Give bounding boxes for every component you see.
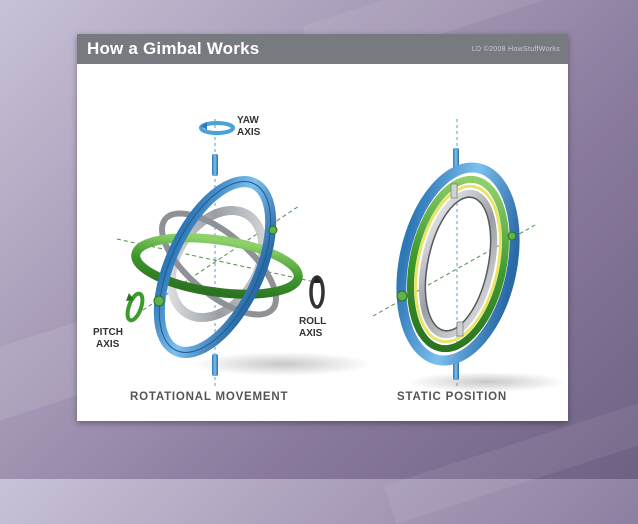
- gimbal-shadow: [192, 352, 372, 376]
- pivot-ball: [507, 231, 517, 241]
- inner-pin: [456, 321, 464, 337]
- green-ring: [406, 175, 510, 353]
- roll-label-line1: ROLL: [299, 316, 326, 327]
- bottom-spindle: [212, 354, 218, 376]
- caption-rotational-movement: ROTATIONAL MOVEMENT: [130, 391, 288, 403]
- silver-ring: [418, 189, 498, 339]
- slide-title: How a Gimbal Works: [87, 39, 260, 58]
- yaw-label-line1: YAW: [237, 115, 259, 126]
- roll-label-line2: AXIS: [299, 328, 323, 339]
- gimbal-shadow: [407, 372, 567, 392]
- pitch-arrow-icon: [125, 291, 145, 323]
- yellow-glow-ring: [414, 184, 502, 344]
- static-gimbal: [372, 119, 567, 392]
- blue-outer-ring: [396, 162, 520, 366]
- yaw-arrow-icon: [199, 121, 235, 135]
- pitch-label-line2: AXIS: [96, 339, 120, 350]
- copyright-credit: LD ©2008 HowStuffWorks: [471, 45, 560, 53]
- rotating-gimbal: YAW AXIS ROLL AXIS PITCH AXIS: [93, 115, 372, 389]
- pivot-ball: [153, 295, 165, 307]
- pivot-ball: [396, 290, 408, 302]
- yaw-label-line2: AXIS: [237, 127, 261, 138]
- slide-header: How a Gimbal Works LD ©2008 HowStuffWork…: [77, 34, 568, 64]
- gimbal-diagram: YAW AXIS ROLL AXIS PITCH AXIS ROTATION: [93, 115, 567, 403]
- roll-axis-line: [116, 238, 316, 283]
- inner-pin: [450, 183, 458, 199]
- roll-arrow-icon: [309, 275, 325, 309]
- pitch-label-line1: PITCH: [93, 327, 123, 338]
- top-spindle: [453, 148, 459, 170]
- blue-outer-ring: [153, 176, 277, 358]
- pivot-ball: [268, 225, 278, 235]
- slide: How a Gimbal Works LD ©2008 HowStuffWork…: [77, 34, 568, 421]
- blue-ring-edge: [158, 181, 272, 353]
- green-ring: [131, 233, 303, 299]
- silver-ring-edge: [424, 196, 492, 332]
- top-spindle: [212, 154, 218, 176]
- caption-static-position: STATIC POSITION: [397, 391, 507, 403]
